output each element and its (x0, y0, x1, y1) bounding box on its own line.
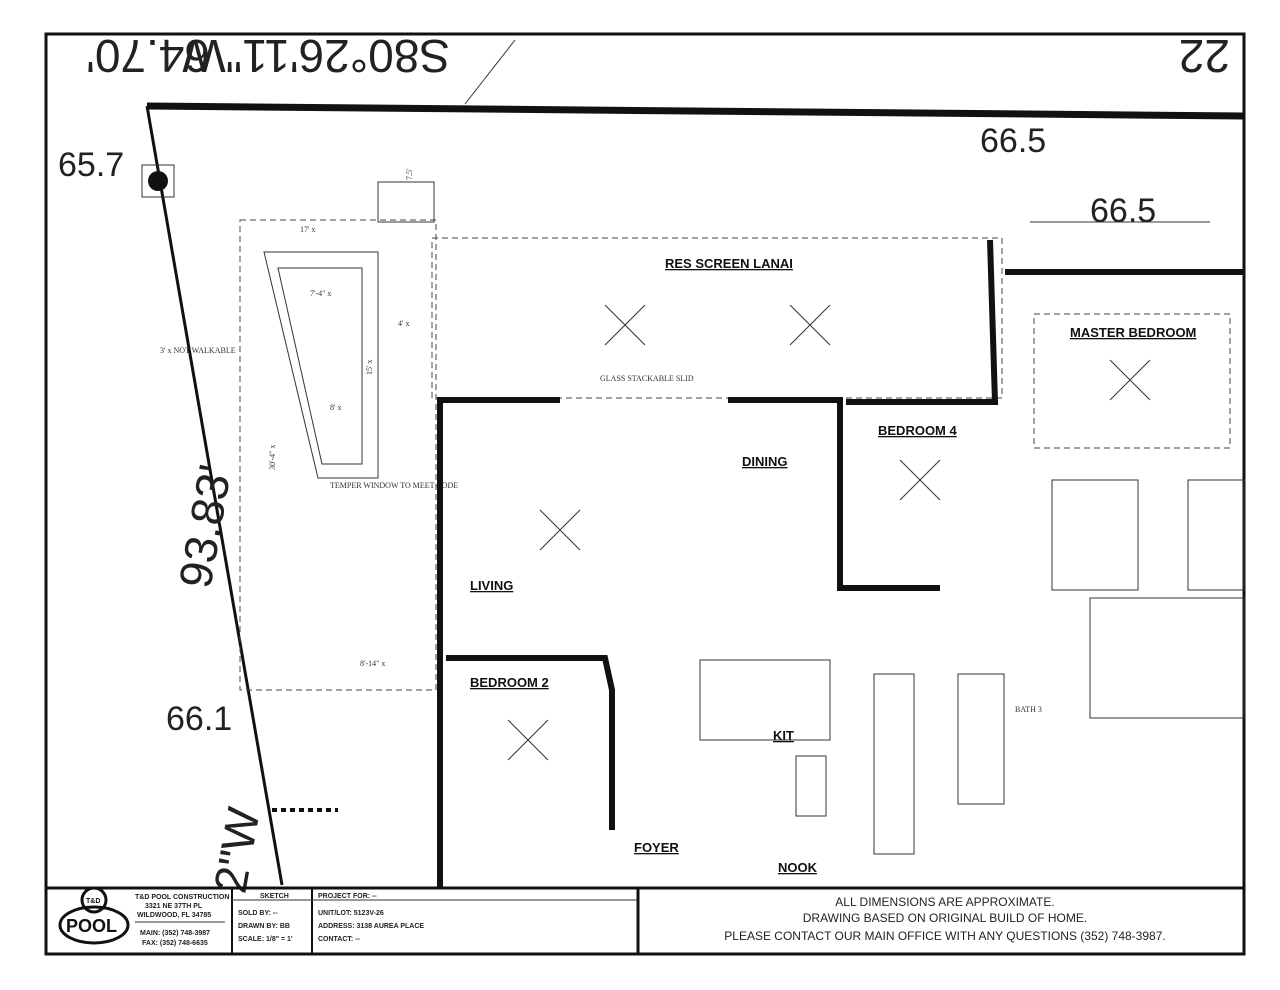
pool-dim: 17' x (300, 225, 315, 234)
company-city: WILDWOOD, FL 34785 (137, 912, 211, 919)
room-nook: NOOK (778, 860, 818, 875)
elevation-1: 65.7 (58, 146, 124, 184)
sold-by: SOLD BY: -- (238, 910, 278, 917)
svg-text:POOL: POOL (66, 916, 117, 936)
drawn-by: DRAWN BY: BB (238, 923, 290, 930)
elevation-2: 66.5 (980, 122, 1046, 160)
lanai-outline (431, 237, 1003, 399)
slider-label: GLASS STACKABLE SLID (600, 374, 694, 383)
main-phone: MAIN: (352) 748-3987 (140, 930, 210, 937)
note-line: PLEASE CONTACT OUR MAIN OFFICE WITH ANY … (724, 929, 1165, 943)
room-kitchen: KIT (773, 728, 794, 743)
room-dining: DINING (742, 454, 788, 469)
top-distance: 64.70' (86, 30, 210, 82)
company-name: T&D POOL CONSTRUCTION (135, 894, 229, 901)
room-foyer: FOYER (634, 840, 679, 855)
svg-text:T&D: T&D (86, 898, 100, 905)
scale: SCALE: 1/8" = 1' (238, 936, 293, 943)
note-line: ALL DIMENSIONS ARE APPROXIMATE. (835, 895, 1054, 909)
room-bath-3: BATH 3 (1015, 705, 1042, 714)
sketch-header: SKETCH (260, 893, 289, 900)
room-bedroom-4: BEDROOM 4 (878, 423, 958, 438)
pool-step (377, 181, 435, 223)
room-bedroom-2: BEDROOM 2 (470, 675, 549, 690)
pool-dim: 8'-14" x (360, 659, 385, 668)
top-number: 22 (1179, 30, 1230, 82)
elevation-4: 66.1 (166, 700, 232, 738)
project-address: ADDRESS: 3138 AUREA PLACE (318, 923, 424, 930)
master-outline (1033, 313, 1231, 449)
pool-dim: 30'-4" x (268, 445, 277, 470)
pool-dim: 7'-4" x (310, 289, 331, 298)
pool-deck (239, 219, 437, 691)
unit-lot: UNIT/LOT: 5123V-26 (318, 910, 384, 917)
setback-label: 7.5' (405, 168, 414, 180)
note-line: DRAWING BASED ON ORIGINAL BUILD OF HOME. (803, 911, 1087, 925)
pool-dim: 15' x (365, 360, 374, 375)
room-living: LIVING (470, 578, 513, 593)
fax-number: FAX: (352) 748-6635 (142, 940, 208, 947)
leader-arrow (464, 39, 516, 105)
pool-dim: 8' x (330, 403, 341, 412)
room-lanai: RES SCREEN LANAI (665, 256, 793, 271)
elevation-3: 66.5 (1090, 192, 1156, 230)
room-master-bedroom: MASTER BEDROOM (1070, 325, 1196, 340)
project-for: PROJECT FOR: -- (318, 893, 377, 900)
company-address: 3321 NE 37TH PL (145, 903, 203, 910)
temper-window-note: TEMPER WINDOW TO MEET CODE (330, 481, 458, 490)
property-line-left (145, 105, 284, 886)
survey-marker (148, 171, 168, 191)
left-distance: 93.83' (169, 461, 242, 592)
pool-dim: 4' x (398, 319, 409, 328)
top-bearing: S80°26'11"W (182, 30, 450, 82)
property-line-top (146, 102, 1245, 120)
ceiling-fan-icons (507, 304, 1151, 761)
not-walkable-note: 3' x NOT WALKABLE (160, 346, 236, 355)
company-logo: POOL T&D (58, 886, 130, 945)
pool (263, 251, 379, 479)
contact: CONTACT: -- (318, 936, 361, 943)
left-bearing: 2"W (204, 803, 270, 897)
